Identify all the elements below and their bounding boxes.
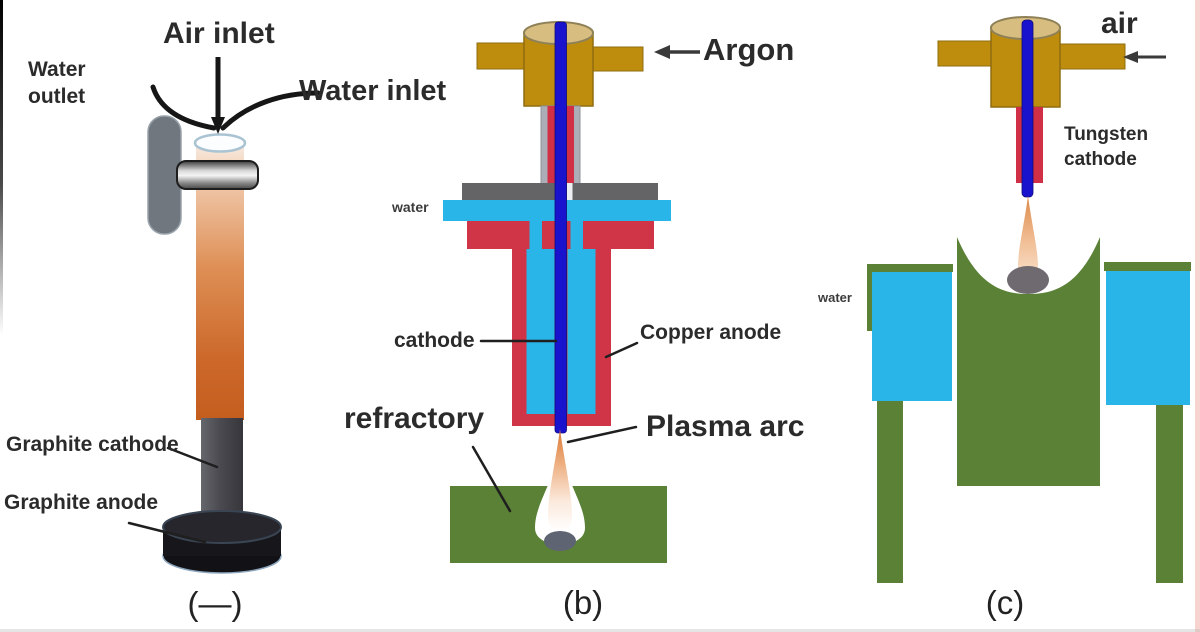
furnace-body <box>957 237 1100 486</box>
label-graphite-anode: Graphite anode <box>4 491 159 514</box>
argon-inlet-arm-right <box>590 46 644 72</box>
right-edge-border <box>1195 0 1200 632</box>
tungsten-cathode-rod <box>1021 19 1034 198</box>
caption-panel-b: (b) <box>562 584 604 621</box>
down-arrow-icon <box>211 57 225 134</box>
flange-right <box>1104 262 1191 271</box>
water-passage-right <box>570 221 583 250</box>
graphite-cathode-leader-line <box>166 446 219 469</box>
argon-inlet-arm-left <box>476 42 528 70</box>
refractory-leader-line <box>471 445 512 513</box>
label-water-c: water <box>818 290 852 305</box>
water-inlet-hose-line <box>220 90 321 131</box>
water-jacket-right <box>1106 271 1190 405</box>
panel-c-plasma-furnace <box>867 16 1191 583</box>
left-edge-shadow <box>0 0 3 335</box>
graphite-anode-disc <box>162 510 282 574</box>
air-inlet-arm-left <box>937 40 994 67</box>
water-channel-left <box>526 249 555 414</box>
label-graphite-cathode: Graphite cathode <box>6 433 179 456</box>
melt-pool-spot <box>1007 266 1049 294</box>
label-tungsten-cathode: Tungsten cathode <box>1064 124 1149 170</box>
melt-pool-spot <box>544 531 576 551</box>
caption-panel-a: (—) <box>187 585 243 622</box>
plasma-arc-flame <box>548 429 572 532</box>
graphite-anode-leader-line <box>127 521 207 544</box>
label-water-outlet: Water outlet <box>28 58 86 109</box>
caption-panel-c: (c) <box>985 584 1025 621</box>
panel-a-graphite-torch <box>127 57 321 574</box>
air-inlet-arm-right <box>1058 43 1126 70</box>
water-passage-left <box>529 221 542 250</box>
tube-opening-rim <box>193 133 247 153</box>
label-argon: Argon <box>703 32 795 67</box>
label-plasma-arc: Plasma arc <box>646 410 805 443</box>
furnace-leg-right <box>1156 405 1183 583</box>
plasma-arc-flame <box>1018 196 1038 278</box>
furnace-leg-left <box>877 401 903 583</box>
label-cathode: cathode <box>394 329 475 352</box>
label-water-inlet: Water inlet <box>299 75 447 107</box>
label-air: air <box>1101 7 1138 40</box>
plasma-arc-leader-line <box>566 425 638 444</box>
label-air-inlet: Air inlet <box>163 17 275 50</box>
copper-anode-leader-line <box>604 341 639 359</box>
water-channel-right <box>567 249 596 414</box>
neck-red-channel-left <box>547 106 557 184</box>
bottom-edge-border <box>0 629 1200 632</box>
water-outlet-hose-line <box>150 84 217 131</box>
label-water-b: water <box>392 199 429 215</box>
panel-b-plasma-torch <box>443 21 700 563</box>
cathode-rod <box>554 21 567 434</box>
water-jacket-left <box>872 272 952 401</box>
left-arrow-icon <box>654 45 700 59</box>
flange-left <box>867 264 953 272</box>
plate-gap <box>567 183 573 202</box>
label-copper-anode: Copper anode <box>640 321 782 344</box>
neck-red-channel-right <box>564 106 574 184</box>
label-refractory: refractory <box>344 402 485 435</box>
clamp-cylinder <box>176 160 259 190</box>
jacket-edge-left <box>867 264 872 331</box>
left-arrow-icon <box>1123 51 1166 63</box>
